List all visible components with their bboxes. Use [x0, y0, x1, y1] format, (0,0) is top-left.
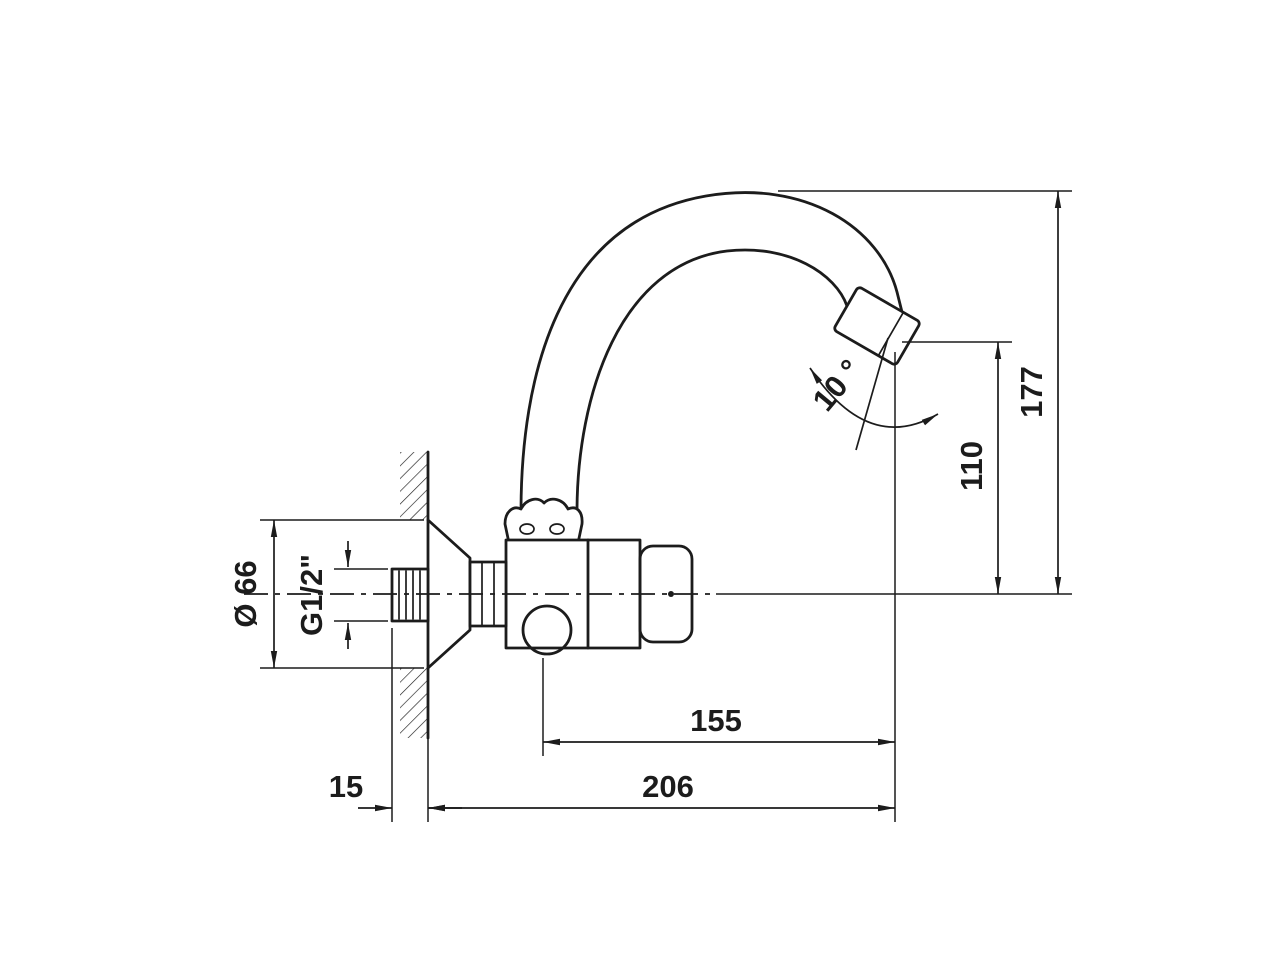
body-lower-boss: [521, 604, 573, 656]
dimension-outlet-reach: 155: [542, 352, 896, 822]
bonnet-detail-left: [519, 523, 535, 535]
dimension-label-155: 155: [690, 703, 742, 738]
spout-outer-curve: [519, 191, 904, 514]
dimension-label-110: 110: [954, 441, 989, 491]
spout: [519, 191, 921, 514]
dimension-outlet-angle: 10 °: [806, 337, 939, 451]
aerator-body: [833, 286, 921, 366]
bonnet-cap: [503, 497, 584, 545]
dimension-wall-stub: 15: [329, 628, 462, 822]
spout-aerator: [833, 286, 921, 366]
angle-leg-line: [855, 337, 889, 451]
dimension-label-thread: G1/2": [294, 554, 329, 636]
dimension-label-15: 15: [329, 769, 363, 804]
angle-arc: [809, 367, 939, 428]
dimension-total-reach: 206: [427, 738, 895, 822]
dimension-label-177: 177: [1014, 366, 1049, 418]
wall-hatching-upper: [400, 452, 428, 520]
bonnet-detail-right: [549, 523, 565, 535]
dimension-label-66: Ø 66: [228, 560, 263, 627]
dimension-label-206: 206: [642, 769, 694, 804]
dimension-flange-diameter: Ø 66: [228, 519, 424, 669]
dimension-inlet-thread: G1/2": [294, 541, 388, 649]
dimension-total-height: 177: [716, 190, 1072, 595]
dimension-outlet-height: 110: [902, 341, 1012, 594]
spout-inner-curve: [575, 248, 849, 514]
aerator-band-line: [877, 311, 905, 357]
wall-hatching-lower: [400, 668, 428, 738]
faucet-body: [244, 497, 714, 670]
wall-section: [400, 450, 430, 740]
dimension-label-angle: 10 °: [806, 353, 868, 418]
inlet-thread-nipple: [390, 567, 430, 623]
shank-center-mark: [668, 591, 674, 597]
